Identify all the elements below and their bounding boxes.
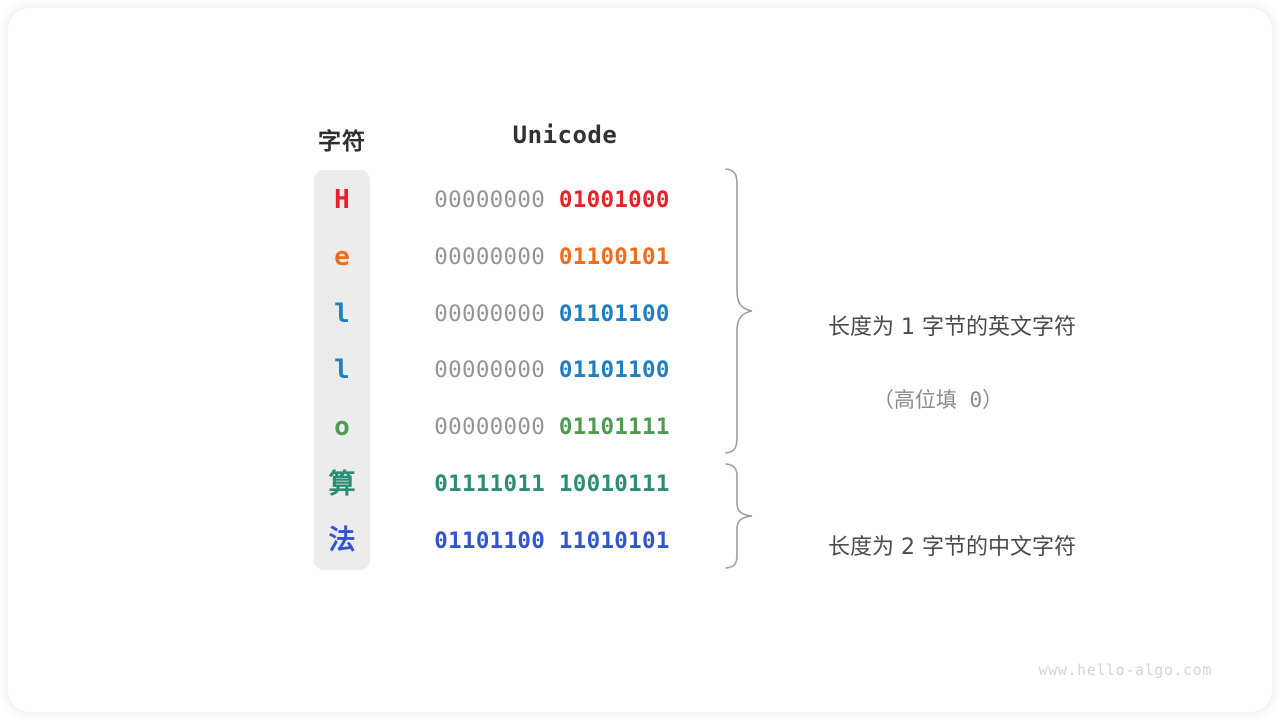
annotation-chinese-line1: 长度为 2 字节的中文字符: [828, 535, 1076, 561]
row-unicode-bits: 01111011 10010111: [370, 471, 734, 497]
row-unicode-bits: 00000000 01101100: [370, 301, 734, 327]
byte-separator: [545, 301, 559, 327]
row-unicode-bits: 00000000 01001000: [370, 187, 734, 213]
byte-separator: [545, 528, 559, 554]
row-character: 法: [328, 525, 356, 557]
row-high-byte: 00000000: [434, 187, 546, 213]
row-low-byte: 01101111: [558, 414, 670, 441]
table-row: l 00000000 01101100: [314, 342, 734, 398]
row-unicode-bits: 00000000 01100101: [370, 244, 734, 270]
annotation-english-line2: （高位填 0）: [872, 387, 1004, 412]
row-unicode-bits: 00000000 01101111: [370, 414, 734, 440]
table-row: 法 01101100 11010101: [314, 513, 734, 569]
row-unicode-bits: 01101100 11010101: [370, 528, 734, 554]
annotation-english-group: 长度为 1 字节的英文字符 （高位填 0）: [768, 274, 1108, 490]
byte-separator: [545, 244, 559, 270]
row-high-byte: 00000000: [434, 243, 546, 270]
character-column-background: [314, 170, 370, 570]
row-high-byte: 01111011: [434, 471, 546, 497]
annotation-chinese-group: 长度为 2 字节的中文字符: [768, 494, 1108, 603]
byte-separator: [545, 471, 559, 497]
table-row: e 00000000 01100101: [314, 229, 734, 285]
row-character: 算: [328, 468, 356, 500]
column-header-character: 字符: [318, 128, 366, 154]
row-low-byte: 10010111: [558, 471, 670, 497]
row-character: H: [334, 185, 350, 215]
row-low-byte: 01100101: [558, 243, 670, 270]
byte-separator: [545, 414, 559, 440]
row-high-byte: 01101100: [434, 527, 546, 554]
column-header-unicode: Unicode: [512, 121, 618, 149]
row-high-byte: 00000000: [434, 414, 546, 441]
annotation-english-line1: 长度为 1 字节的英文字符: [828, 315, 1076, 341]
table-row: o 00000000 01101111: [314, 399, 734, 455]
row-high-byte: 00000000: [434, 300, 546, 327]
table-row: H 00000000 01001000: [314, 172, 734, 228]
row-low-byte: 11010101: [558, 527, 670, 554]
row-character: l: [334, 355, 350, 386]
byte-separator: [545, 357, 559, 383]
watermark: www.hello-algo.com: [1038, 661, 1212, 679]
row-low-byte: 01001000: [558, 187, 670, 213]
row-low-byte: 01101100: [558, 357, 670, 384]
row-low-byte: 01101100: [558, 300, 670, 327]
row-unicode-bits: 00000000 01101100: [370, 357, 734, 383]
table-row: 算 01111011 10010111: [314, 456, 734, 512]
table-row: l 00000000 01101100: [314, 286, 734, 342]
row-character: e: [334, 241, 350, 272]
byte-separator: [545, 187, 559, 213]
row-high-byte: 00000000: [434, 357, 546, 384]
figure-card: 字符 Unicode H 00000000 01001000 e 00000000 0…: [8, 8, 1272, 712]
row-character: l: [334, 298, 350, 329]
row-character: o: [334, 412, 350, 443]
